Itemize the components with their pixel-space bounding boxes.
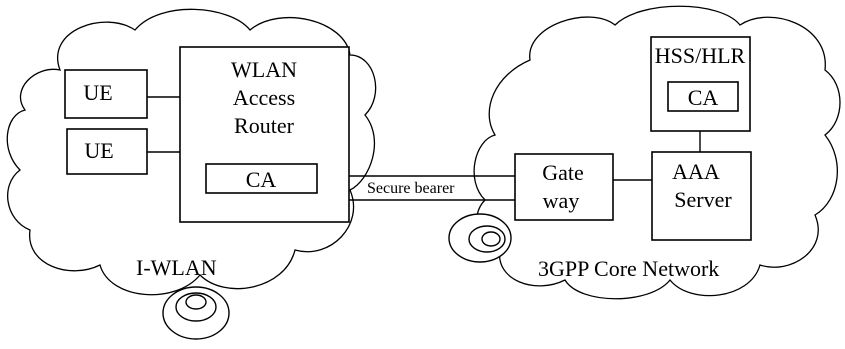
- hss-ca-label: CA: [688, 85, 719, 110]
- router-ca-box: [205, 163, 318, 194]
- antenna-icon-left: [162, 286, 230, 340]
- core-network-label: 3GPP Core Network: [538, 256, 719, 281]
- aaa-server-box: [651, 151, 752, 241]
- aaa-server-label-1: AAA: [672, 159, 720, 184]
- aaa-server-label-2: Server: [674, 187, 732, 212]
- wlan-router-label-1: WLAN: [231, 57, 297, 82]
- wlan-router-label-3: Router: [234, 113, 295, 138]
- hss-hlr-label: HSS/HLR: [655, 43, 746, 68]
- hss-ca-box: [667, 81, 739, 112]
- ue-box-1: [64, 69, 148, 119]
- gateway-box: [514, 153, 614, 221]
- wlan-router-label-2: Access: [233, 85, 295, 110]
- router-ca-label: CA: [246, 167, 277, 192]
- ue-label-2: UE: [84, 138, 113, 163]
- secure-bearer-label: Secure bearer: [367, 180, 455, 197]
- gateway-label-1: Gate: [542, 160, 584, 185]
- gateway-label-2: way: [543, 188, 580, 213]
- antenna-icon-right: [448, 213, 512, 263]
- i-wlan-label: I-WLAN: [136, 255, 217, 280]
- ue-label-1: UE: [83, 80, 112, 105]
- ue-box-2: [66, 128, 148, 175]
